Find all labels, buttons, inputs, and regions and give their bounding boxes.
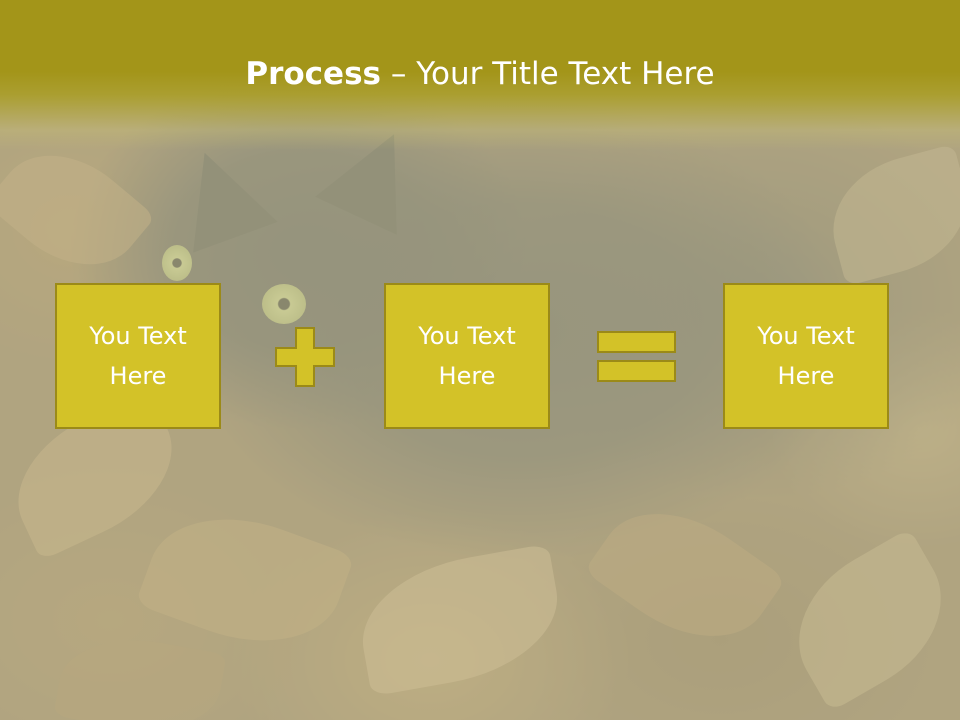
title-bold-text: Process: [245, 56, 381, 92]
box-text-line-1: You Text: [89, 322, 187, 350]
process-box-3: You Text Here: [723, 283, 889, 429]
box-text-line-2: Here: [109, 362, 167, 390]
box-text-line-1: You Text: [757, 322, 855, 350]
box-text-line-1: You Text: [418, 322, 516, 350]
box-text-line-2: Here: [438, 362, 496, 390]
box-text-line-2: Here: [777, 362, 835, 390]
slide-title: Process – Your Title Text Here: [0, 54, 960, 94]
title-rest-text: – Your Title Text Here: [381, 56, 715, 92]
process-box-1: You Text Here: [55, 283, 221, 429]
header-band: [0, 0, 960, 150]
process-box-2: You Text Here: [384, 283, 550, 429]
plus-icon: [275, 327, 335, 387]
equals-icon: [597, 331, 676, 382]
